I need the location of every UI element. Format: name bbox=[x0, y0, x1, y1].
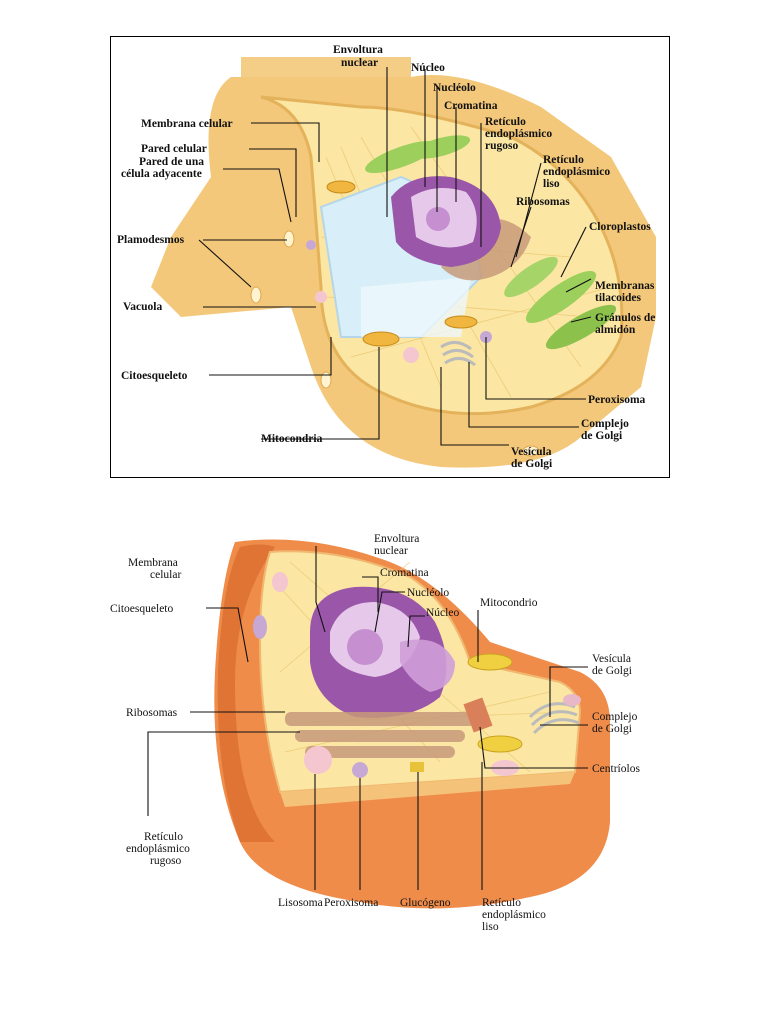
plasmodesma bbox=[283, 230, 295, 248]
label-nucleolo: Nucléolo bbox=[433, 82, 476, 94]
nucleolus-animal bbox=[347, 629, 383, 665]
lysosome bbox=[304, 746, 332, 774]
label-mitocondrio-animal: Mitocondrio bbox=[480, 597, 538, 609]
label-pared-celular: Pared celular bbox=[141, 143, 207, 155]
label-glucogeno-animal: Glucógeno bbox=[400, 897, 451, 909]
peroxisome-animal bbox=[352, 762, 368, 778]
label-nucleo: Núcleo bbox=[411, 62, 445, 74]
label-citoesqueleto: Citoesqueleto bbox=[121, 370, 188, 382]
label-vacuola: Vacuola bbox=[123, 301, 162, 313]
vesicle bbox=[403, 347, 419, 363]
label-cloroplastos: Cloroplastos bbox=[589, 221, 651, 233]
label-mitocondria: Mitocondria bbox=[261, 433, 323, 445]
label-peroxisoma-animal: Peroxisoma bbox=[324, 897, 378, 909]
label-citoesqueleto-animal: Citoesqueleto bbox=[110, 603, 173, 615]
label-membrana-celular: Membrana celular bbox=[141, 118, 233, 130]
label-nucleolo-animal: Nucléolo bbox=[407, 587, 449, 599]
label-peroxisoma: Peroxisoma bbox=[588, 394, 646, 406]
glycogen bbox=[410, 762, 424, 772]
label-ribosomas-animal: Ribosomas bbox=[126, 707, 178, 719]
nucleolus bbox=[426, 207, 450, 231]
label-cromatina: Cromatina bbox=[444, 100, 498, 112]
label-plamodesmos: Plamodesmos bbox=[117, 234, 185, 246]
label-nucleo-animal: Núcleo bbox=[426, 607, 459, 619]
label-ribosomas: Ribosomas bbox=[516, 196, 570, 208]
label-lisosoma-animal: Lisosoma bbox=[278, 897, 323, 909]
label-cromatina-animal: Cromatina bbox=[380, 567, 429, 579]
er-animal bbox=[285, 712, 475, 758]
mitochondrion bbox=[362, 331, 400, 347]
vesicle-animal bbox=[563, 694, 581, 706]
label-centriolos-animal: Centríolos bbox=[592, 763, 640, 775]
mitochondrion-animal bbox=[467, 653, 513, 671]
golgi bbox=[440, 341, 476, 367]
centrioles bbox=[463, 697, 493, 733]
